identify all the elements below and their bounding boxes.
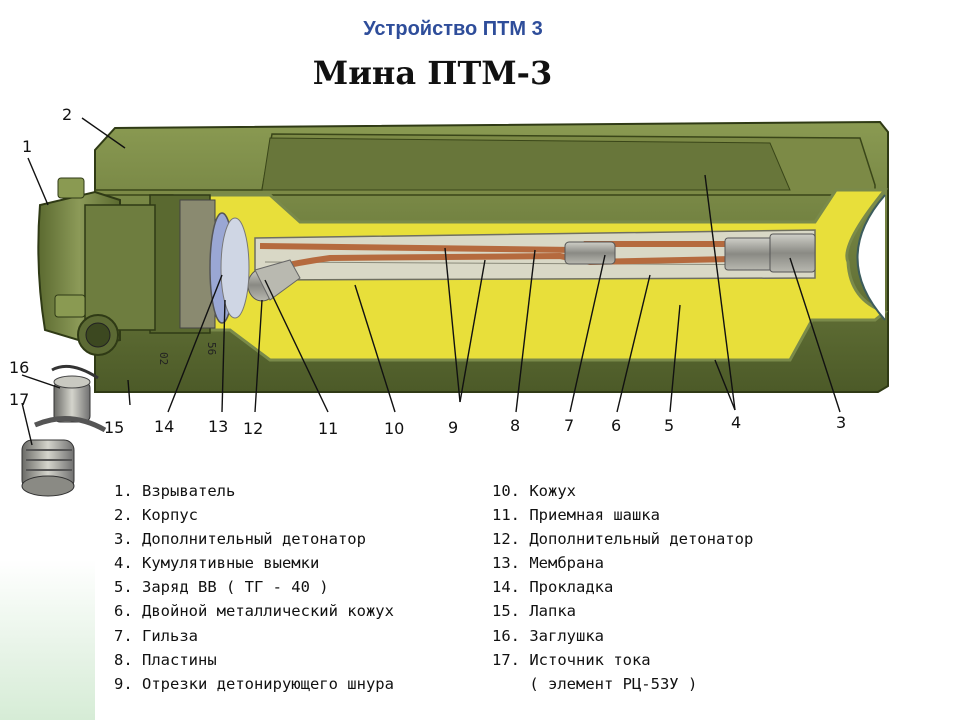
legend-item: 13. Мембрана (492, 554, 604, 573)
legend-item: 4. Кумулятивные выемки (114, 554, 320, 573)
callout-9: 9 (448, 418, 458, 437)
legend-item: 8. Пластины (114, 650, 217, 669)
legend-left: 1. Взрыватель 2. Корпус 3. Дополнительны… (114, 479, 394, 696)
callout-5: 5 (664, 416, 674, 435)
legend-item: 2. Корпус (114, 506, 198, 525)
callout-8: 8 (510, 416, 520, 435)
diagram-title: Мина ПТМ-3 (312, 54, 553, 92)
callout-labels: 1 2 3 4 5 6 7 8 9 10 11 12 13 14 15 16 1… (9, 105, 846, 438)
callout-11: 11 (318, 419, 338, 438)
callout-3: 3 (836, 413, 846, 432)
legend-item: 14. Прокладка (492, 578, 614, 597)
legend-right: 10. Кожух 11. Приемная шашка 12. Дополни… (492, 479, 753, 696)
legend-item: 12. Дополнительный детонатор (492, 530, 754, 549)
legend-item: ( элемент РЦ-53У ) (492, 674, 698, 693)
slide-title: Устройство ПТМ 3 (363, 18, 543, 40)
legend-item: 15. Лапка (492, 602, 576, 621)
legend-item: 3. Дополнительный детонатор (114, 530, 366, 549)
callout-2: 2 (62, 105, 72, 124)
legend-item: 9. Отрезки детонирующего шнура (114, 674, 394, 693)
leader-lines (21, 117, 841, 446)
plug-and-battery (21, 364, 107, 497)
legend-item: 6. Двойной металлический кожух (114, 602, 394, 621)
callout-12: 12 (243, 419, 263, 438)
callout-1: 1 (22, 137, 32, 156)
callout-16: 16 (9, 358, 29, 377)
legend-item: 17. Источник тока (492, 650, 651, 669)
legend-item: 7. Гильза (114, 626, 198, 645)
body-marking-2: 56 (205, 342, 218, 355)
callout-10: 10 (384, 419, 404, 438)
body-marking-1: 02 (157, 352, 170, 365)
legend-item: 1. Взрыватель (114, 482, 236, 500)
callout-17: 17 (9, 390, 29, 409)
callout-7: 7 (564, 416, 574, 435)
callout-6: 6 (611, 416, 621, 435)
decorative-strip (0, 560, 95, 720)
legend-item: 11. Приемная шашка (492, 506, 660, 525)
callout-13: 13 (208, 417, 228, 436)
callout-4: 4 (731, 413, 741, 432)
fuse-assembly: 02 56 (37, 177, 250, 365)
legend-item: 16. Заглушка (492, 626, 604, 645)
callout-15: 15 (104, 418, 124, 437)
callout-14: 14 (154, 417, 174, 436)
legend-item: 5. Заряд ВВ ( ТГ - 40 ) (114, 578, 329, 597)
legend-item: 10. Кожух (492, 482, 576, 500)
